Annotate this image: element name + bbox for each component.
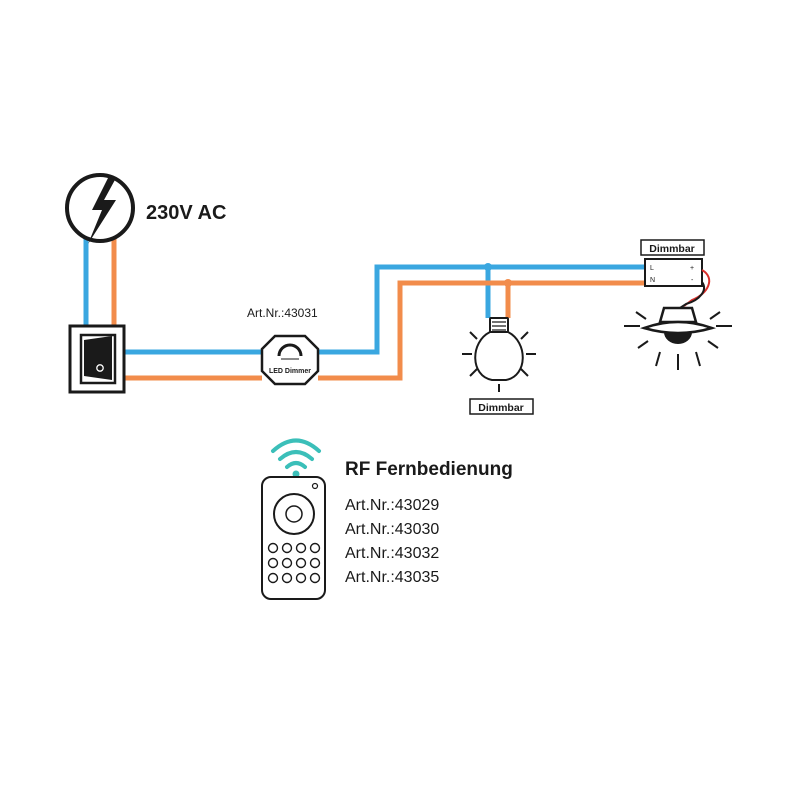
terminal-plus: + [690,265,694,272]
downlight-tag: Dimmbar [649,243,695,255]
remote-button [267,557,279,569]
wifi-icon [271,438,321,478]
remote-article-1: Art.Nr.:43029 [345,497,439,514]
dial-icon [277,343,303,357]
power-source: 230V AC [65,173,226,244]
remote-button [281,572,293,584]
bulb: Dimmbar [462,317,536,415]
remote-article-2: Art.Nr.:43030 [345,521,439,538]
neutral-junction [484,263,492,271]
remote-button [281,557,293,569]
driver-box [644,258,703,287]
remote-button [295,542,307,554]
live-wire [111,238,645,381]
terminal-n: N [650,277,655,284]
remote-button [309,542,321,554]
remote-button [295,572,307,584]
remote-title: RF Fernbedienung [345,459,513,480]
remote-article-4: Art.Nr.:43035 [345,569,439,586]
remote-button [309,572,321,584]
neutral-wire [83,238,645,355]
bulb-tag: Dimmbar [478,402,524,414]
remote-button [309,557,321,569]
lightbulb-icon [462,317,536,392]
remote-button [281,542,293,554]
remote-button [267,542,279,554]
remote-button [267,572,279,584]
voltage-label: 230V AC [146,202,226,224]
led-dimmer: Art.Nr.:43031 LED Dimmer [247,306,320,386]
downlight: Dimmbar L N + - [624,239,732,370]
remote-button [295,557,307,569]
rocker-switch [68,324,126,394]
dimmer-label: LED Dimmer [269,368,311,375]
live-junction [504,279,512,287]
downlight-icon [624,306,732,370]
terminal-minus: - [691,277,694,284]
remote-control [261,438,326,600]
remote-article-3: Art.Nr.:43032 [345,545,439,562]
remote-buttons [267,542,321,584]
dimmer-article: Art.Nr.:43031 [247,306,318,320]
terminal-l: L [650,265,654,272]
